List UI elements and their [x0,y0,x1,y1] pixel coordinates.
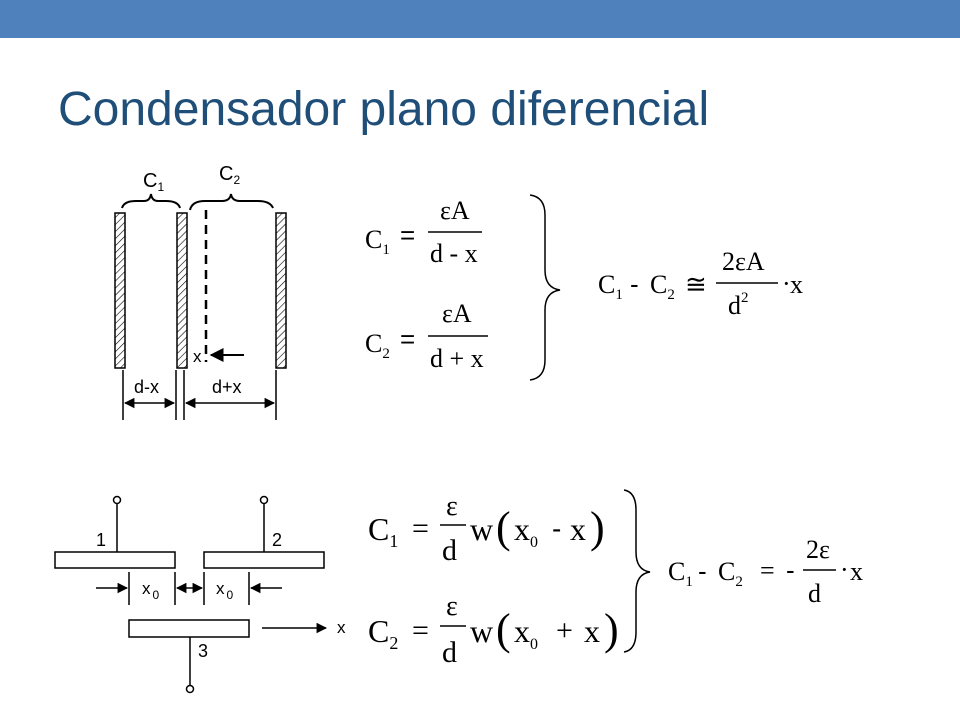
svg-text:=: = [412,614,429,647]
plate-1-label: 1 [96,530,106,550]
brace-formulas-1 [529,194,561,381]
label-c2: C2 [219,163,240,187]
svg-text:C1: C1 [365,225,390,258]
motion-label-x: x [337,618,346,637]
svg-text:-: - [786,555,795,585]
formula-c1-lateral: C1 = ε d w ( x0 - x ) [368,491,605,567]
svg-text:=: = [400,220,415,250]
svg-text:d: d [442,534,457,567]
plate-right [275,212,287,369]
svg-text:-: - [552,513,561,544]
svg-text:d + x: d + x [430,344,484,373]
svg-text:C2: C2 [650,270,675,303]
svg-text:C2: C2 [718,557,743,590]
svg-text:+: + [556,614,573,647]
svg-text:d - x: d - x [430,239,478,268]
formula-difference-1: C1 - C2 ≅ 2εA d2 · x [598,247,803,320]
slide-title: Condensador plano diferencial [58,83,710,136]
svg-text:2εA: 2εA [722,247,765,276]
terminal-1 [112,495,122,505]
capacitor-diagram-1: C1 C2 x d-x d+x [114,163,287,420]
svg-text:(: ( [496,605,511,654]
formula-c2-lateral: C2 = ε d w ( x0 + x ) [368,591,619,669]
label-d-minus-x: d-x [134,377,159,397]
svg-text:ε: ε [446,491,458,522]
svg-text:x0: x0 [514,613,538,653]
plate-1 [54,551,176,569]
label-d-plus-x: d+x [212,377,242,397]
svg-text:=: = [412,512,429,545]
formula-c2: C2 = εA d + x [365,299,488,373]
svg-text:C1: C1 [668,557,693,590]
brace-c1 [121,193,181,209]
svg-text:C1: C1 [368,511,398,551]
brace-formulas-2 [623,489,651,653]
svg-text:·: · [782,269,791,298]
svg-text:w: w [470,613,493,649]
svg-text:≅: ≅ [685,270,707,299]
formula-difference-2: C1 - C2 = - 2ε d · x [668,535,863,608]
plate-3-label: 3 [198,641,208,661]
svg-text:C2: C2 [365,329,390,362]
label-c1: C1 [143,170,164,194]
svg-text:εA: εA [442,299,472,328]
plate-2 [203,551,325,569]
svg-text:-: - [698,556,707,586]
svg-text:(: ( [496,503,511,552]
svg-text:x: x [790,270,803,299]
plate-3 [128,619,250,638]
svg-text:x: x [584,613,600,649]
svg-text:d: d [808,579,821,608]
top-accent-bar [0,0,960,38]
svg-text:x0: x0 [514,511,538,551]
svg-text:C1: C1 [598,270,623,303]
svg-text:-: - [630,269,639,299]
svg-text:=: = [760,556,775,585]
svg-text:): ) [604,605,619,654]
svg-text:·: · [840,555,849,584]
formulas-group-1: C1 = εA d - x C2 = εA d + x C1 - C2 ≅ 2ε… [365,194,803,381]
plate-2-label: 2 [272,530,282,550]
formula-c1: C1 = εA d - x [365,196,482,268]
formulas-group-2: C1 = ε d w ( x0 - x ) C2 = ε d w ( x0 + … [368,489,863,669]
svg-text:): ) [590,503,605,552]
plate-left [114,212,126,369]
svg-text:εA: εA [440,196,470,225]
svg-text:x: x [570,511,586,547]
svg-text:d: d [442,636,457,669]
svg-text:w: w [470,511,493,547]
terminal-3 [185,684,195,694]
label-x: x [193,347,202,366]
svg-text:=: = [400,324,415,354]
svg-text:2ε: 2ε [806,535,830,564]
svg-text:x: x [850,557,863,586]
svg-text:C2: C2 [368,613,398,653]
terminal-2 [259,495,269,505]
svg-text:d2: d2 [728,290,749,320]
brace-c2 [189,193,274,211]
plate-middle [176,212,188,369]
svg-text:ε: ε [446,591,458,622]
